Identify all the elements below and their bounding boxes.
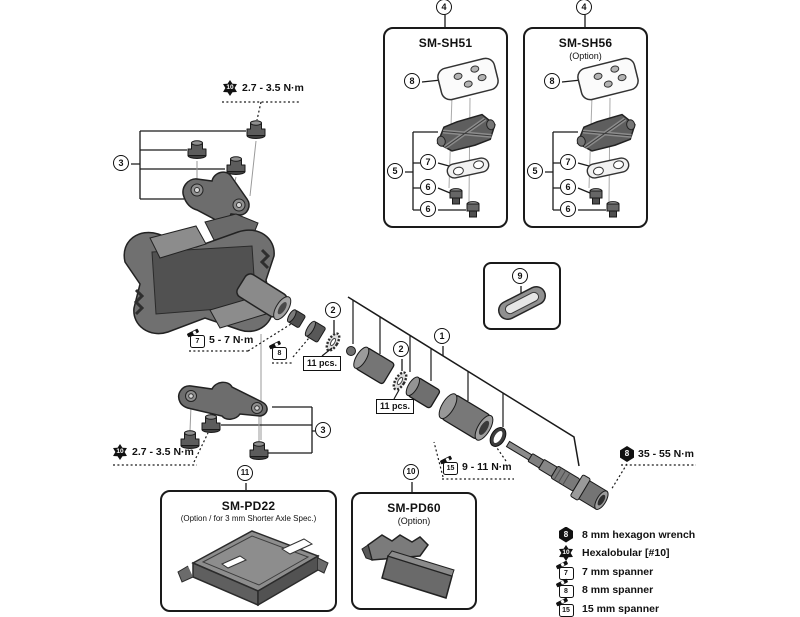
spanner-icon: 8: [272, 347, 287, 360]
hexagon-wrench-icon: 8: [559, 526, 573, 543]
hexalobular-icon: 10: [113, 444, 127, 460]
spanner-icon: 15: [443, 462, 458, 475]
callout-5-sh51-group: 5: [387, 163, 403, 179]
torque-value: 2.7 - 3.5 N·m: [132, 446, 194, 458]
callout-10-pd60: 10: [403, 464, 419, 480]
partbox-title: SM-PD22: [221, 499, 276, 513]
callout-7-sh51-washer: 7: [420, 154, 436, 170]
spanner-icon: 7: [190, 335, 205, 348]
callout-8-sh56-plate: 8: [544, 73, 560, 89]
torque-label-cage-bottom: 10 2.7 - 3.5 N·m: [112, 444, 194, 460]
callout-6-sh51-bolt2: 6: [420, 201, 436, 217]
hexagon-wrench-icon: 8: [620, 446, 634, 462]
torque-label-axle-install: 8 35 - 55 N·m: [620, 446, 694, 462]
callout-8-sh51-plate: 8: [404, 73, 420, 89]
legend-item: 8 8 mm spanner: [557, 583, 695, 598]
partbox-spacer: [483, 262, 561, 330]
spanner-icon: 15: [558, 603, 574, 617]
torque-value: 2.7 - 3.5 N·m: [242, 82, 304, 94]
partbox-subtitle: (Option): [569, 51, 602, 61]
spanner-icon: 8: [558, 585, 574, 598]
callout-6-sh51-bolt1: 6: [420, 179, 436, 195]
partbox-title: SM-SH51: [418, 36, 473, 50]
hexalobular-icon: 10: [223, 80, 237, 96]
callout-6-sh56-bolt1: 6: [560, 179, 576, 195]
torque-value: 35 - 55 N·m: [638, 448, 695, 460]
legend-item: 8 8 mm hexagon wrench: [557, 526, 696, 543]
partbox-sm-pd60: SM-PD60 (Option): [351, 492, 477, 610]
partbox-sm-sh56: SM-SH56 (Option): [523, 27, 648, 228]
legend-item: 7 7 mm spanner: [557, 564, 695, 580]
callout-6-sh56-bolt2: 6: [560, 201, 576, 217]
torque-value: 9 - 11 N·m: [462, 461, 512, 473]
hexalobular-icon: 10: [559, 545, 573, 561]
callout-7-sh56-washer: 7: [560, 154, 576, 170]
partbox-title: SM-PD60: [387, 501, 441, 515]
callout-1-axle-assembly: 1: [434, 328, 450, 344]
partbox-sm-pd22: SM-PD22 (Option / for 3 mm Shorter Axle …: [160, 490, 337, 612]
callout-4-sh51: 4: [436, 0, 452, 15]
callout-9-spacer: 9: [512, 268, 528, 284]
legend-label: 8 mm hexagon wrench: [582, 528, 696, 541]
torque-value: 5 - 7 N·m: [209, 334, 254, 346]
torque-label-cage-top: 10 2.7 - 3.5 N·m: [222, 80, 304, 96]
legend-item: 15 15 mm spanner: [557, 601, 695, 617]
quantity-label-bearing-upper: 11 pcs.: [303, 356, 342, 371]
partbox-sm-sh51: SM-SH51: [383, 27, 508, 228]
callout-2-bearing-upper: 2: [325, 302, 341, 318]
torque-label-cone: 7 5 - 7 N·m: [190, 332, 253, 348]
callout-3-cage-top: 3: [113, 155, 129, 171]
tool-label-locknut: 8: [272, 344, 287, 360]
tool-legend: 8 8 mm hexagon wrench 10 Hexalobular [#1…: [557, 526, 696, 617]
callout-4-sh56: 4: [576, 0, 592, 15]
callout-5-sh56-group: 5: [527, 163, 543, 179]
callout-2-bearing-lower: 2: [393, 341, 409, 357]
partbox-subtitle: (Option): [397, 516, 431, 526]
callout-3-cage-bottom: 3: [315, 422, 331, 438]
partbox-subtitle: (Option / for 3 mm Shorter Axle Spec.): [180, 514, 317, 523]
legend-label: 15 mm spanner: [582, 602, 660, 615]
legend-item: 10 Hexalobular [#10]: [557, 545, 695, 561]
torque-label-axle-nut: 15 9 - 11 N·m: [443, 459, 512, 475]
partbox-title: SM-SH56: [558, 36, 613, 50]
legend-label: 8 mm spanner: [582, 584, 654, 596]
legend-label: Hexalobular [#10]: [582, 547, 670, 559]
legend-label: 7 mm spanner: [582, 565, 654, 578]
quantity-label-bearing-lower: 11 pcs.: [376, 399, 415, 414]
callout-11-pd22: 11: [237, 465, 253, 481]
